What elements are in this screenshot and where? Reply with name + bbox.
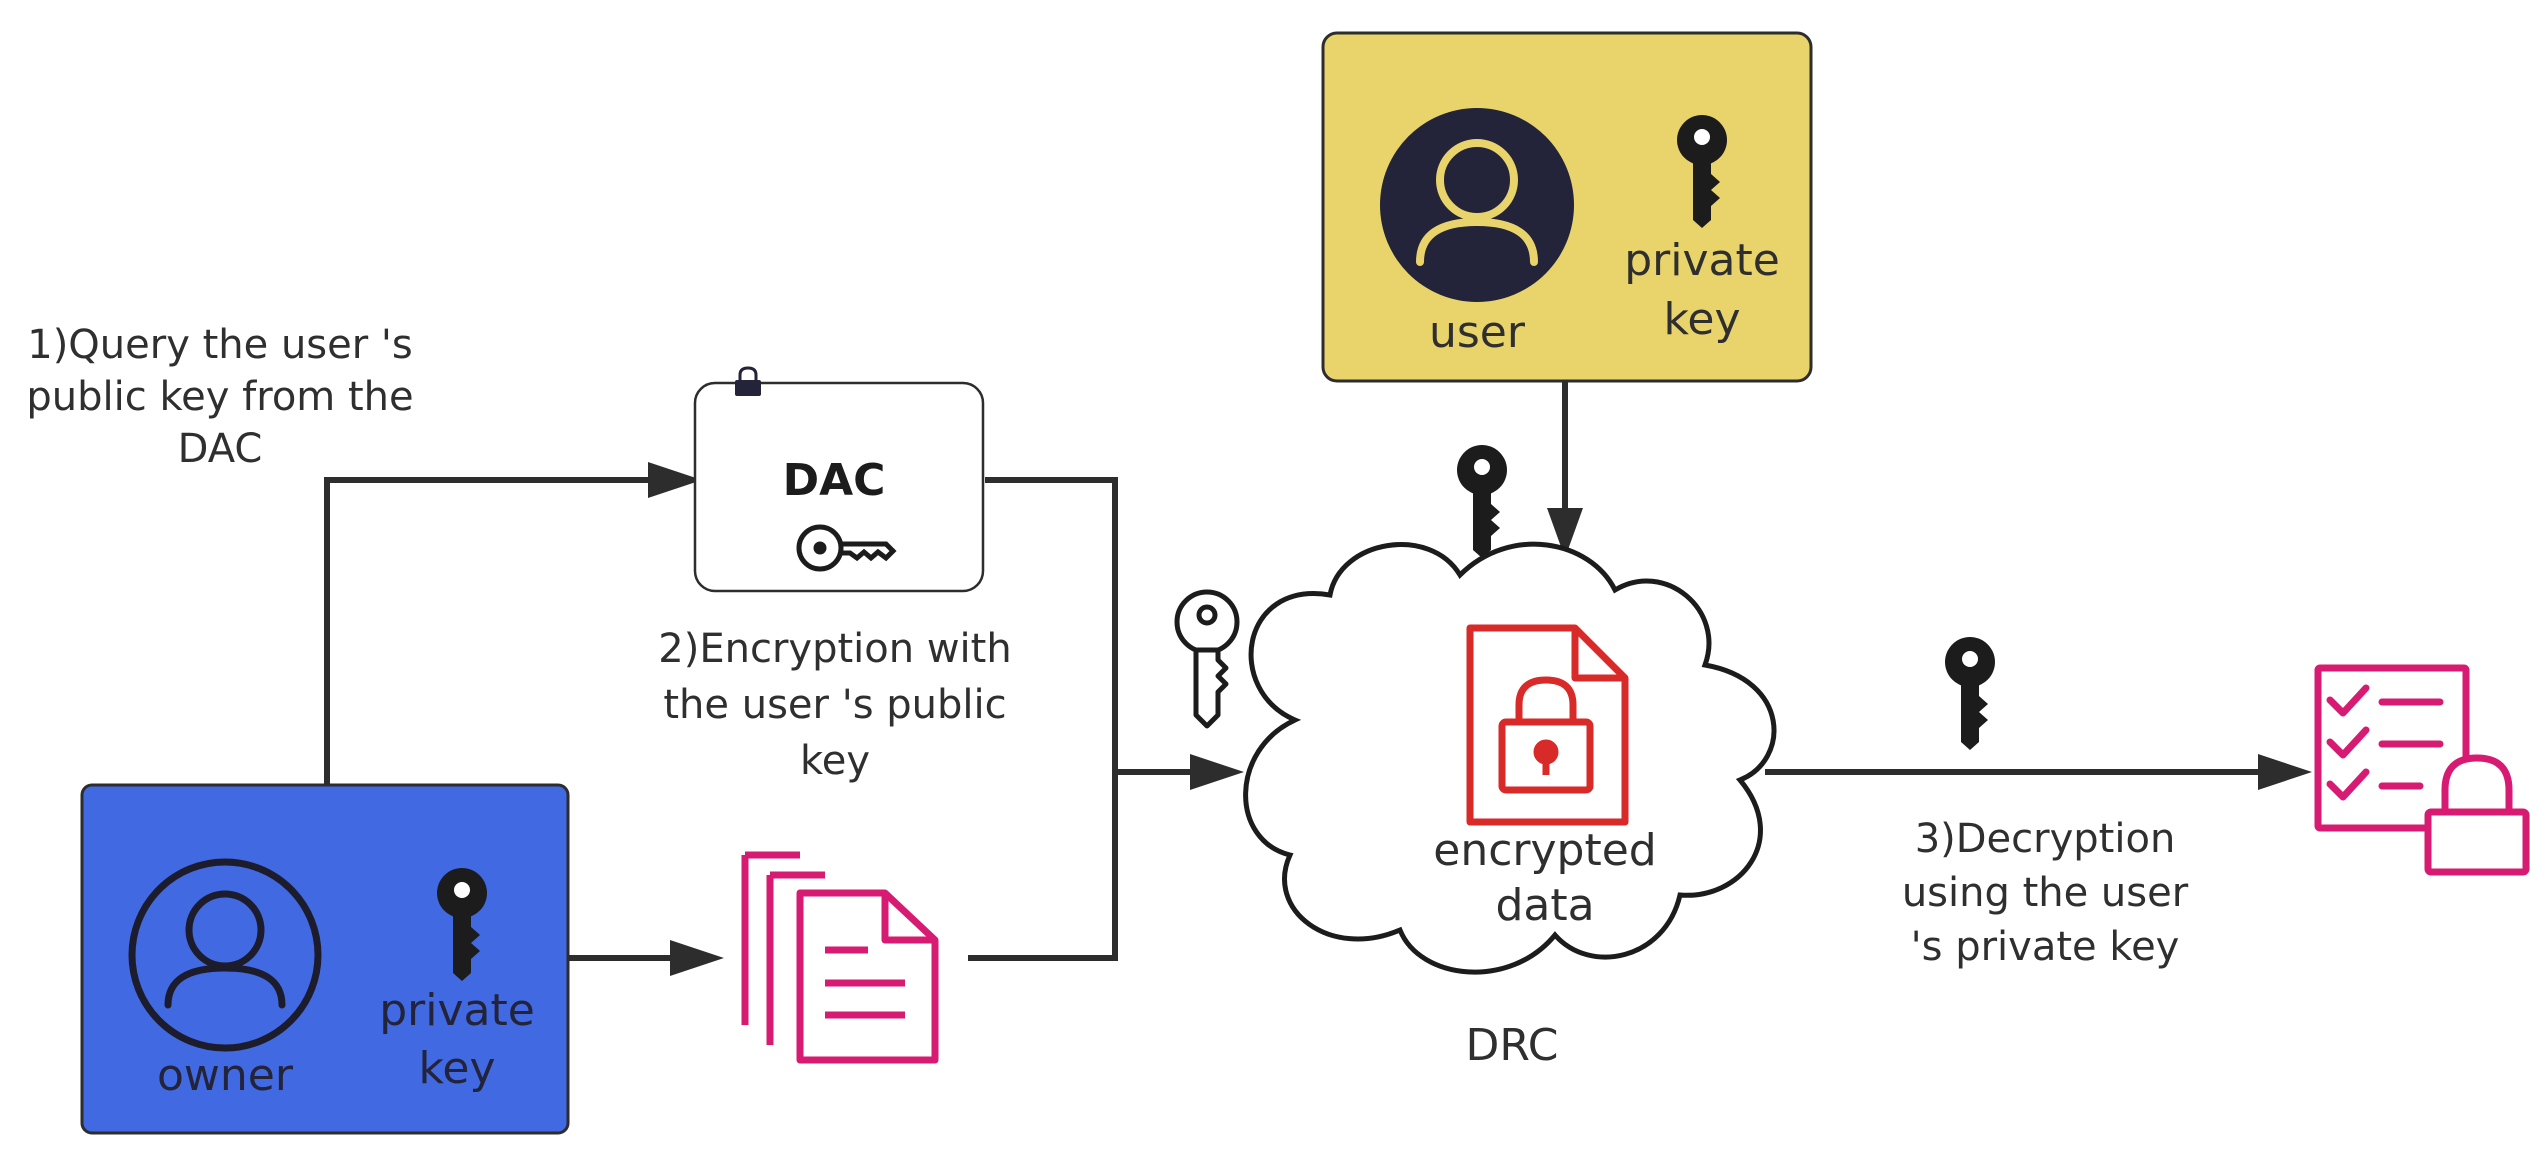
user-node: user private key bbox=[1321, 31, 1813, 383]
key-icon bbox=[1457, 445, 1507, 558]
user-key-label-line2: key bbox=[1663, 294, 1740, 345]
edge-dac-to-drc bbox=[985, 477, 1192, 775]
drc-content-label-line2: data bbox=[1495, 880, 1594, 931]
arrowhead-drc-left bbox=[1190, 754, 1244, 790]
arrowhead-checklist bbox=[2258, 754, 2312, 790]
drc-content-label-line1: encrypted bbox=[1433, 825, 1656, 876]
arrowhead-drc-top bbox=[1547, 508, 1583, 558]
step-encrypt-label: 2)Encryption with the user 's public key bbox=[658, 626, 1011, 784]
person-icon bbox=[1380, 108, 1574, 302]
svg-text:'s private key: 's private key bbox=[1911, 924, 2180, 970]
dac-box bbox=[693, 381, 985, 593]
key-icon bbox=[1174, 589, 1240, 729]
owner-key-label-line1: private bbox=[379, 985, 535, 1036]
svg-text:3)Decryption: 3)Decryption bbox=[1915, 816, 2176, 862]
drc-cloud: encrypted data DRC bbox=[1243, 541, 1777, 1071]
cloud-shape bbox=[1243, 541, 1777, 975]
svg-text:using the user: using the user bbox=[1902, 870, 2189, 916]
edge-documents-to-drc bbox=[968, 772, 1118, 961]
padlock-icon bbox=[2424, 754, 2530, 876]
person-icon bbox=[128, 858, 322, 1052]
padlock-icon bbox=[735, 366, 761, 396]
checklist-lock-icon bbox=[2314, 664, 2530, 876]
svg-text:1)Query the user 's: 1)Query the user 's bbox=[27, 322, 413, 368]
key-icon bbox=[796, 524, 897, 572]
locked-file-icon bbox=[1466, 624, 1629, 826]
owner-label: owner bbox=[157, 1050, 294, 1101]
step-query-label: 1)Query the user 's public key from the … bbox=[26, 322, 413, 472]
svg-text:public key from the: public key from the bbox=[26, 374, 413, 420]
arrowhead-documents bbox=[670, 940, 724, 976]
user-key-label-line1: private bbox=[1624, 235, 1780, 286]
step-decrypt-label: 3)Decryption using the user 's private k… bbox=[1902, 816, 2189, 970]
svg-text:key: key bbox=[800, 738, 870, 784]
user-label: user bbox=[1429, 307, 1526, 358]
svg-text:2)Encryption with: 2)Encryption with bbox=[658, 626, 1011, 672]
svg-text:DAC: DAC bbox=[178, 426, 263, 472]
documents-icon bbox=[741, 851, 939, 1064]
key-icon bbox=[1945, 637, 1995, 750]
edge-owner-to-dac bbox=[324, 477, 650, 785]
dac-label: DAC bbox=[783, 455, 886, 506]
owner-node: owner private key bbox=[80, 783, 570, 1135]
dac-node: DAC bbox=[693, 366, 985, 593]
drc-label: DRC bbox=[1466, 1020, 1559, 1071]
owner-key-label-line2: key bbox=[418, 1043, 495, 1094]
svg-text:the user 's public: the user 's public bbox=[663, 682, 1006, 728]
arrowhead-dac bbox=[648, 462, 702, 498]
edges bbox=[324, 382, 2312, 976]
